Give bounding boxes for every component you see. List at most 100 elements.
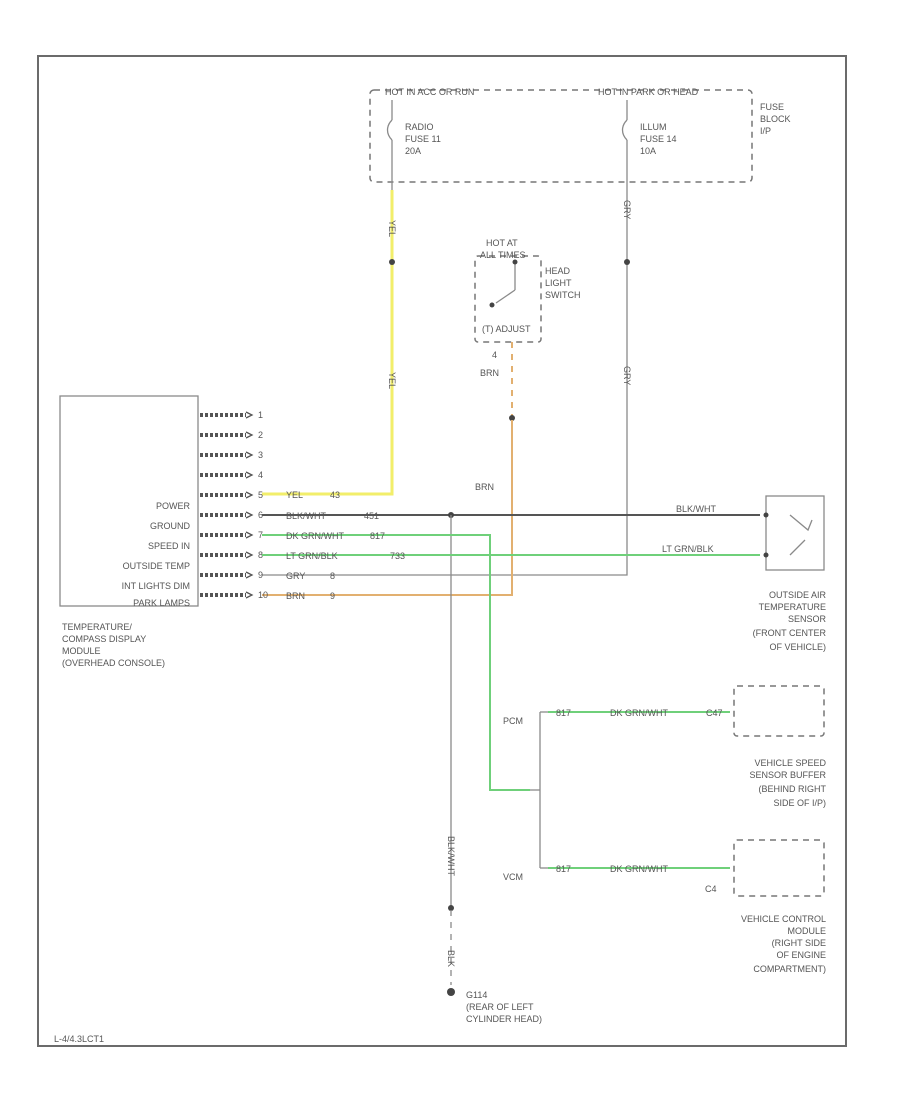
sensor-label-3: SENSOR xyxy=(788,614,827,624)
module-pin-number-1: 1 xyxy=(258,410,263,420)
sensor-wire-top: BLK/WHT xyxy=(676,504,717,514)
ground-wire-label-v: BLK/WHT xyxy=(446,836,456,877)
wire-label-gry: GRY xyxy=(286,571,305,581)
sensor-label-2: TEMPERATURE xyxy=(759,602,826,612)
headlight-switch-outline xyxy=(474,255,542,343)
module-pin-number-9: 9 xyxy=(258,570,263,580)
fuse-right-label-3: 10A xyxy=(640,146,656,156)
fuse-hot-right-label: HOT IN PARK OR HEAD xyxy=(598,87,699,97)
module-pin-number-6: 6 xyxy=(258,510,263,520)
fuse-block-label-1: FUSE xyxy=(760,102,784,112)
sensor-label-5: OF VEHICLE) xyxy=(769,642,826,652)
fuse-block-outline xyxy=(369,89,753,183)
fuse-left-label-2: FUSE 11 xyxy=(405,134,441,144)
gry-connector-dot xyxy=(624,259,630,265)
wire-code-dkgrn: 817 xyxy=(370,531,385,541)
module-name-1: TEMPERATURE/ xyxy=(62,622,132,632)
yel-wire-label-top: YEL xyxy=(387,220,397,237)
ground-label-3: CYLINDER HEAD) xyxy=(466,1014,542,1024)
module-pin-number-2: 2 xyxy=(258,430,263,440)
fuse-hot-left-label: HOT IN ACC OR RUN xyxy=(385,87,474,97)
module-pin-arrow-4 xyxy=(245,471,254,479)
module-input-outside-temp: OUTSIDE TEMP xyxy=(123,561,190,571)
yel-connector-dot xyxy=(389,259,395,265)
headlight-hot-label-2: ALL TIMES xyxy=(480,250,526,260)
wire-code-blk: 451 xyxy=(364,511,379,521)
wire-code-brn: 9 xyxy=(330,591,335,601)
vss-label-2: SENSOR BUFFER xyxy=(749,770,826,780)
vcm-circuit-left: 817 xyxy=(556,864,571,874)
pcm-circuit-left: 817 xyxy=(556,708,571,718)
sensor-pin-b xyxy=(763,552,769,558)
module-input-power: POWER xyxy=(156,501,191,511)
module-pin-arrow-3 xyxy=(245,451,254,459)
headlight-hot-label-1: HOT AT xyxy=(486,238,518,248)
wire-code-yel: 43 xyxy=(330,490,340,500)
sensor-wire-bottom: LT GRN/BLK xyxy=(662,544,714,554)
fuse-left-label-3: 20A xyxy=(405,146,421,156)
wire-label-ltgrn: LT GRN/BLK xyxy=(286,551,338,561)
vss-label-4: SIDE OF I/P) xyxy=(773,798,826,808)
headlight-switch-blade xyxy=(495,289,516,304)
fuse-block-label-3: I/P xyxy=(760,126,771,136)
module-pin-arrow-2 xyxy=(245,431,254,439)
module-pin-arrow-6 xyxy=(245,511,254,519)
gry-wire-label-mid: GRY xyxy=(622,366,632,385)
wire-label-dkgrn: DK GRN/WHT xyxy=(286,531,344,541)
headlight-switch-contact xyxy=(489,302,495,308)
headlight-switch-label-2: LIGHT xyxy=(545,278,572,288)
headlight-switch-label-3: SWITCH xyxy=(545,290,581,300)
dk-grn-wht-speed-wire xyxy=(262,534,530,791)
brn-park-lamp-wire xyxy=(262,420,513,596)
vss-label-3: (BEHIND RIGHT xyxy=(759,784,827,794)
module-pin-number-3: 3 xyxy=(258,450,263,460)
sensor-thermistor-symbol xyxy=(789,514,813,556)
ground-label-1: G114 xyxy=(466,990,487,1000)
wire-label-brn: BRN xyxy=(286,591,305,601)
vcm-pin: C4 xyxy=(705,884,717,894)
module-name-4: (OVERHEAD CONSOLE) xyxy=(62,658,165,668)
yel-wire-label-mid: YEL xyxy=(387,372,397,389)
wire-label-yel: YEL xyxy=(286,490,303,500)
headlight-adjust-label: (T) ADJUST xyxy=(482,324,531,334)
vcm-label-1: VEHICLE CONTROL xyxy=(741,914,826,924)
headlight-pin-label: 4 xyxy=(492,350,497,360)
module-input-speed: SPEED IN xyxy=(148,541,190,551)
gry-wire-label-top: GRY xyxy=(622,200,632,219)
outside-air-sensor xyxy=(765,495,825,571)
temp-compass-module xyxy=(59,395,199,607)
ground-point-g114 xyxy=(447,988,455,996)
vehicle-control-module xyxy=(733,839,825,897)
wire-label-blk: BLK/WHT xyxy=(286,511,327,521)
vcm-label-4: OF ENGINE xyxy=(776,950,826,960)
footer-code: L-4/4.3LCT1 xyxy=(54,1034,104,1044)
yel-power-wire xyxy=(262,190,394,496)
module-pin-number-5: 5 xyxy=(258,490,263,500)
gry-illum-wire xyxy=(262,190,628,576)
wire-code-gry: 8 xyxy=(330,571,335,581)
vcm-wire-color: DK GRN/WHT xyxy=(610,864,668,874)
brn-wire-label-mid: BRN xyxy=(475,482,494,492)
fuse-right-label-2: FUSE 14 xyxy=(640,134,677,144)
module-pin-arrow-10 xyxy=(245,591,254,599)
headlight-switch-contact-top xyxy=(512,259,518,265)
module-pin-number-10: 10 xyxy=(258,590,268,600)
sensor-label-1: OUTSIDE AIR xyxy=(769,590,827,600)
module-pin-number-7: 7 xyxy=(258,530,263,540)
vss-label-1: VEHICLE SPEED xyxy=(754,758,826,768)
vcm-label-3: (RIGHT SIDE xyxy=(772,938,826,948)
ground-wire-label-low: BLK xyxy=(446,950,456,967)
vcm-label-5: COMPARTMENT) xyxy=(753,964,826,974)
module-name-2: COMPASS DISPLAY xyxy=(62,634,146,644)
module-pin-arrow-1 xyxy=(245,411,254,419)
brn-connector-dot xyxy=(509,415,515,421)
fuse-right-symbol xyxy=(621,119,628,141)
module-pin-arrow-5 xyxy=(245,491,254,499)
vehicle-speed-sensor-buffer xyxy=(733,685,825,737)
module-pin-number-4: 4 xyxy=(258,470,263,480)
pcm-tag: PCM xyxy=(503,716,523,726)
fuse-right-label-1: ILLUM xyxy=(640,122,667,132)
vcm-tag: VCM xyxy=(503,872,523,882)
module-pin-number-8: 8 xyxy=(258,550,263,560)
